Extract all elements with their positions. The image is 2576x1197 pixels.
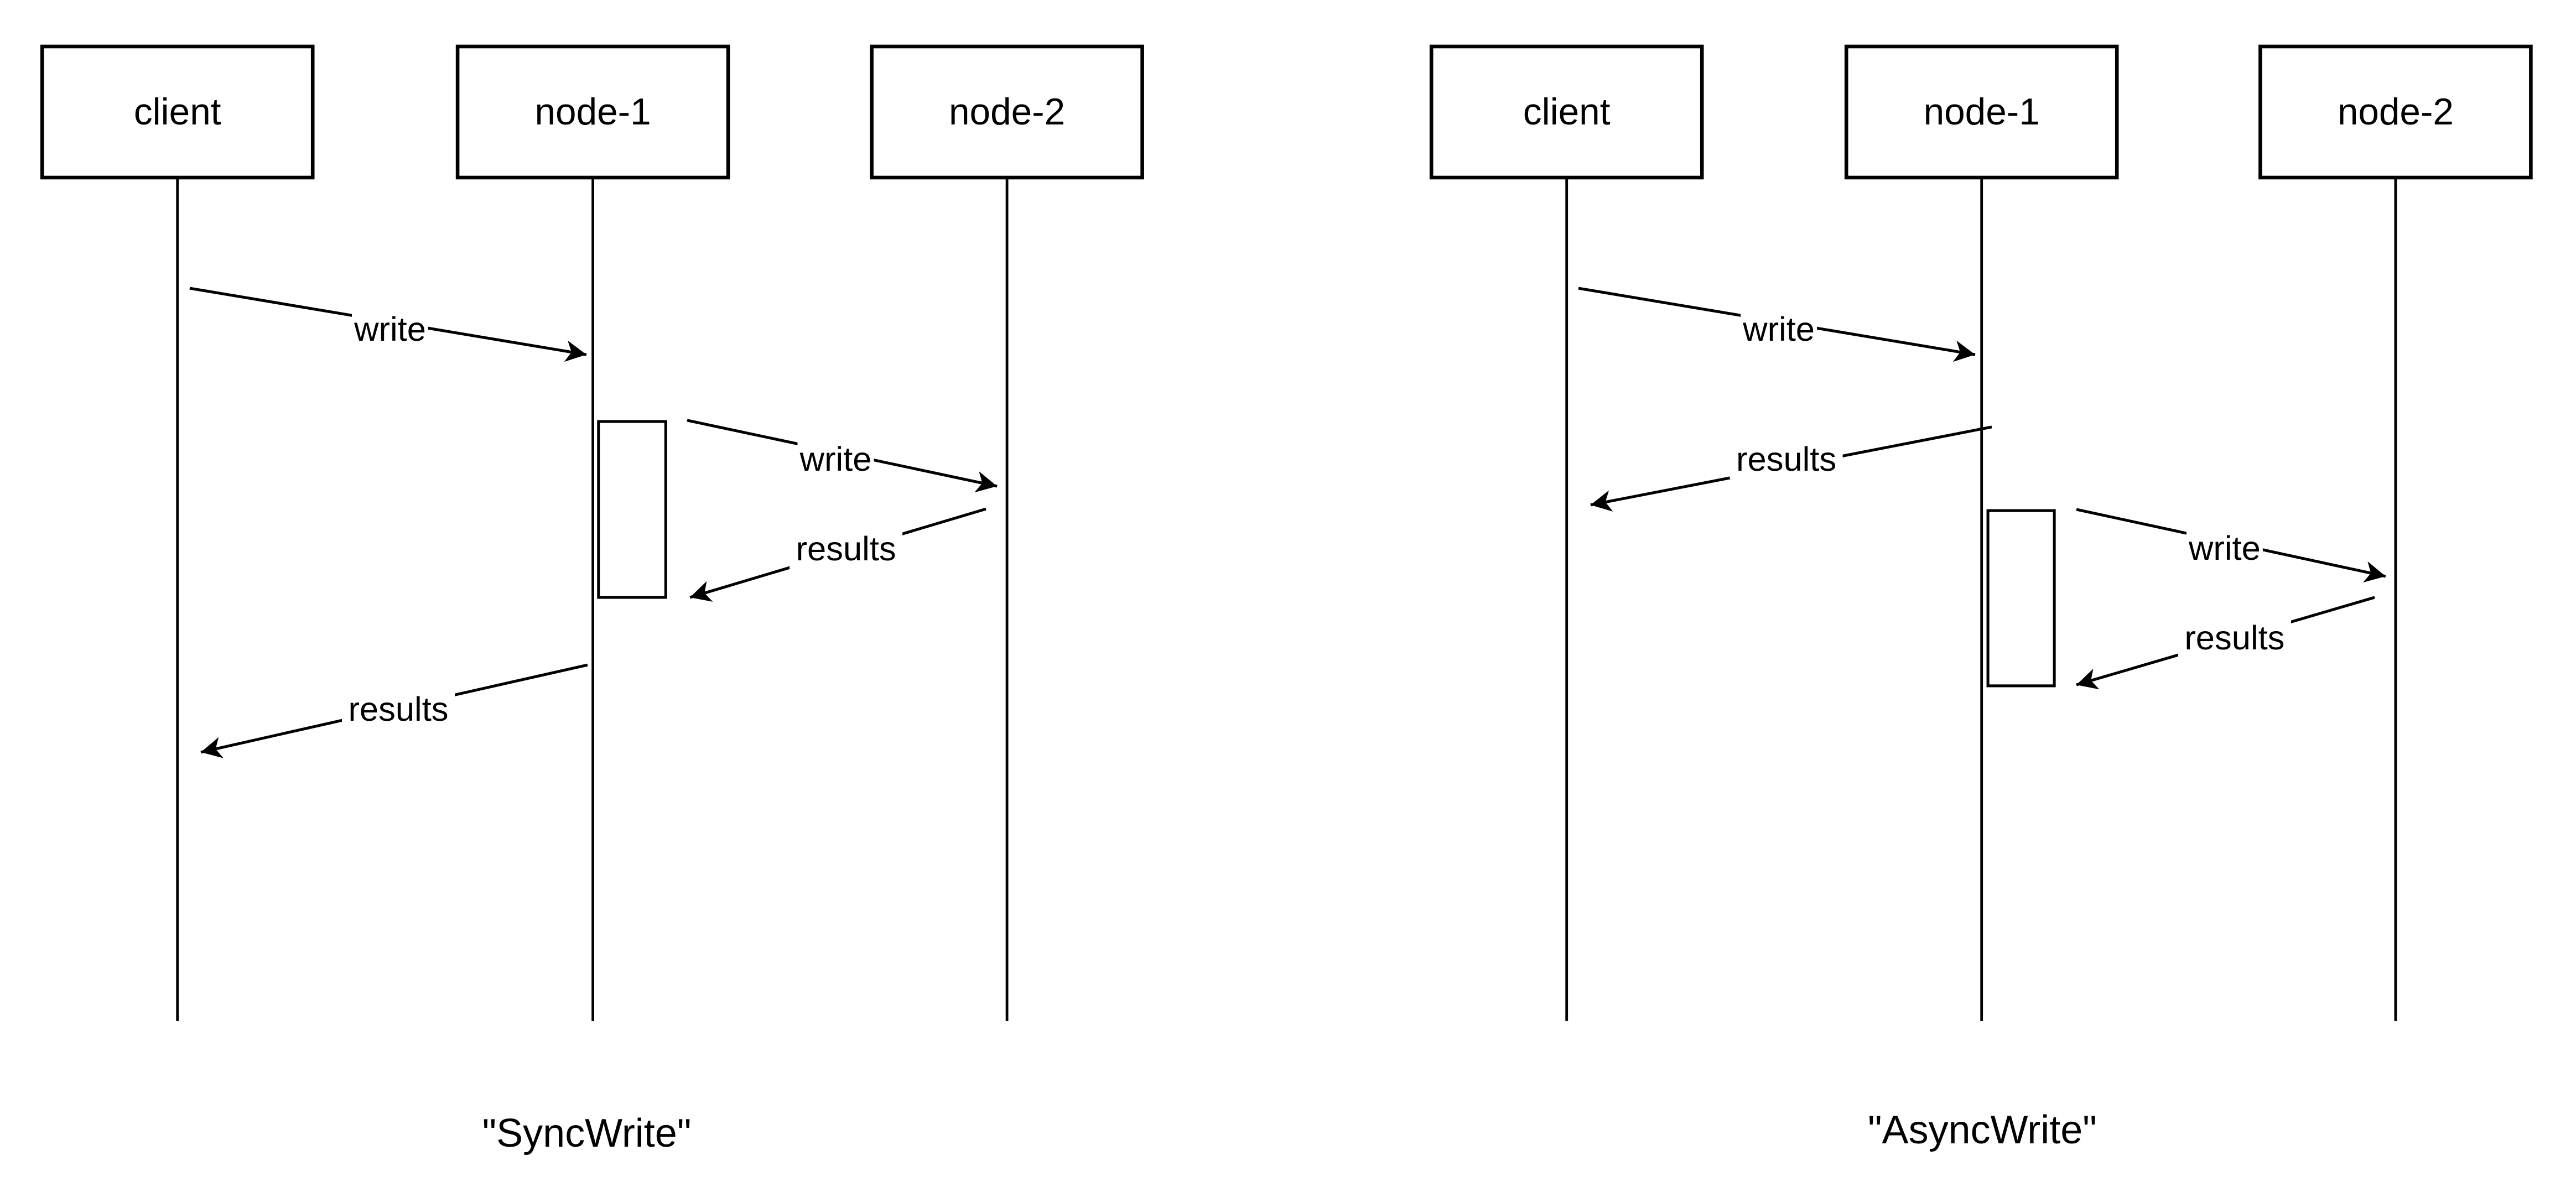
message-label-bg <box>2186 528 2263 568</box>
message-label-results-2: results <box>2184 619 2284 657</box>
message-label-bg <box>1730 439 1843 480</box>
actor-node-2: node-2 <box>2258 44 2533 180</box>
actor-label-node-2: node-2 <box>949 91 1065 133</box>
message-label-results-2: results <box>348 690 448 728</box>
actor-box-node-1 <box>1844 44 2119 180</box>
actor-client: client <box>40 44 315 180</box>
actor-label-node-1: node-1 <box>1924 91 2040 133</box>
message-label-results-1: results <box>1736 440 1836 478</box>
actor-node-1: node-1 <box>455 44 730 180</box>
message-label-bg <box>352 309 429 349</box>
actor-label-node-2: node-2 <box>2338 91 2454 133</box>
message-label-bg <box>1741 309 1817 349</box>
activation-bar-node-1 <box>1986 509 2056 688</box>
message-label-write-2: write <box>2188 529 2261 568</box>
activation-bar-node-1 <box>597 420 667 599</box>
message-label-bg <box>342 689 455 729</box>
message-label-bg <box>797 439 874 480</box>
actor-box-node-1 <box>455 44 730 180</box>
message-label-results-1: results <box>796 530 896 568</box>
actor-label-client: client <box>134 91 221 133</box>
actor-label-client: client <box>1523 91 1611 133</box>
message-label-write-2: write <box>799 440 872 478</box>
actor-box-client <box>40 44 315 180</box>
actor-client: client <box>1429 44 1704 180</box>
diagram-syncwrite: client node-1 node-2 write write results… <box>40 44 1144 1156</box>
message-label-write-1: write <box>354 310 426 348</box>
actor-box-client <box>1429 44 1704 180</box>
caption-asyncwrite: "AsyncWrite" <box>1868 1108 2097 1152</box>
message-label-write-1: write <box>1742 310 1815 348</box>
actor-node-1: node-1 <box>1844 44 2119 180</box>
message-label-bg <box>790 529 903 569</box>
diagram-asyncwrite: client node-1 node-2 write results write… <box>1429 44 2533 1152</box>
actor-label-node-1: node-1 <box>535 91 651 133</box>
caption-syncwrite: "SyncWrite" <box>482 1111 692 1156</box>
actor-node-2: node-2 <box>870 44 1144 180</box>
actor-box-node-2 <box>2258 44 2533 180</box>
actor-box-node-2 <box>870 44 1144 180</box>
message-label-bg <box>2178 617 2291 658</box>
